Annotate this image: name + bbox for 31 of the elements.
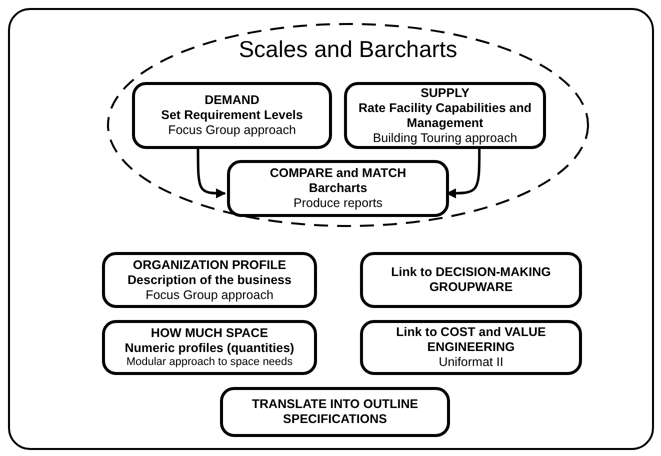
box-text: DEMAND [204,93,260,108]
box-text: Modular approach to space needs [126,356,293,370]
box-text: SUPPLY [420,86,470,100]
process-box [102,320,317,375]
box-text: Barcharts [308,181,368,196]
box-text: COMPARE and MATCH [270,166,406,181]
box-text: Numeric profiles (quantities) [124,340,294,356]
box-text: Description of the business [128,272,292,288]
group-title: Scales and Barcharts [238,36,458,63]
process-box [220,387,450,437]
process-box [132,82,332,149]
box-text: Rate Facility Capabilities and Management [358,100,532,130]
process-box [102,252,317,308]
box-text: Set Requirement Levels [161,108,303,123]
process-box [344,82,546,149]
box-text: ORGANIZATION PROFILE [132,258,286,272]
outer-frame [8,8,654,450]
box-text: Link to COST and VALUE ENGINEERING [395,325,547,355]
box-text: TRANSLATE INTO OUTLINE SPECIFICATIONS [250,397,420,427]
box-text: Link to DECISION-MAKING GROUPWARE [390,265,552,295]
arrow [446,147,481,198]
box-text: Focus Group approach [146,288,274,302]
box-text: Focus Group approach [168,123,296,138]
box-text: HOW MUCH SPACE [150,326,268,341]
arrow [196,147,226,198]
process-box [227,160,449,217]
process-box [360,320,582,375]
process-box [360,252,582,308]
box-text: Produce reports [294,196,382,211]
box-text: Uniformat II [438,355,504,370]
box-text: Building Touring approach [372,130,518,146]
